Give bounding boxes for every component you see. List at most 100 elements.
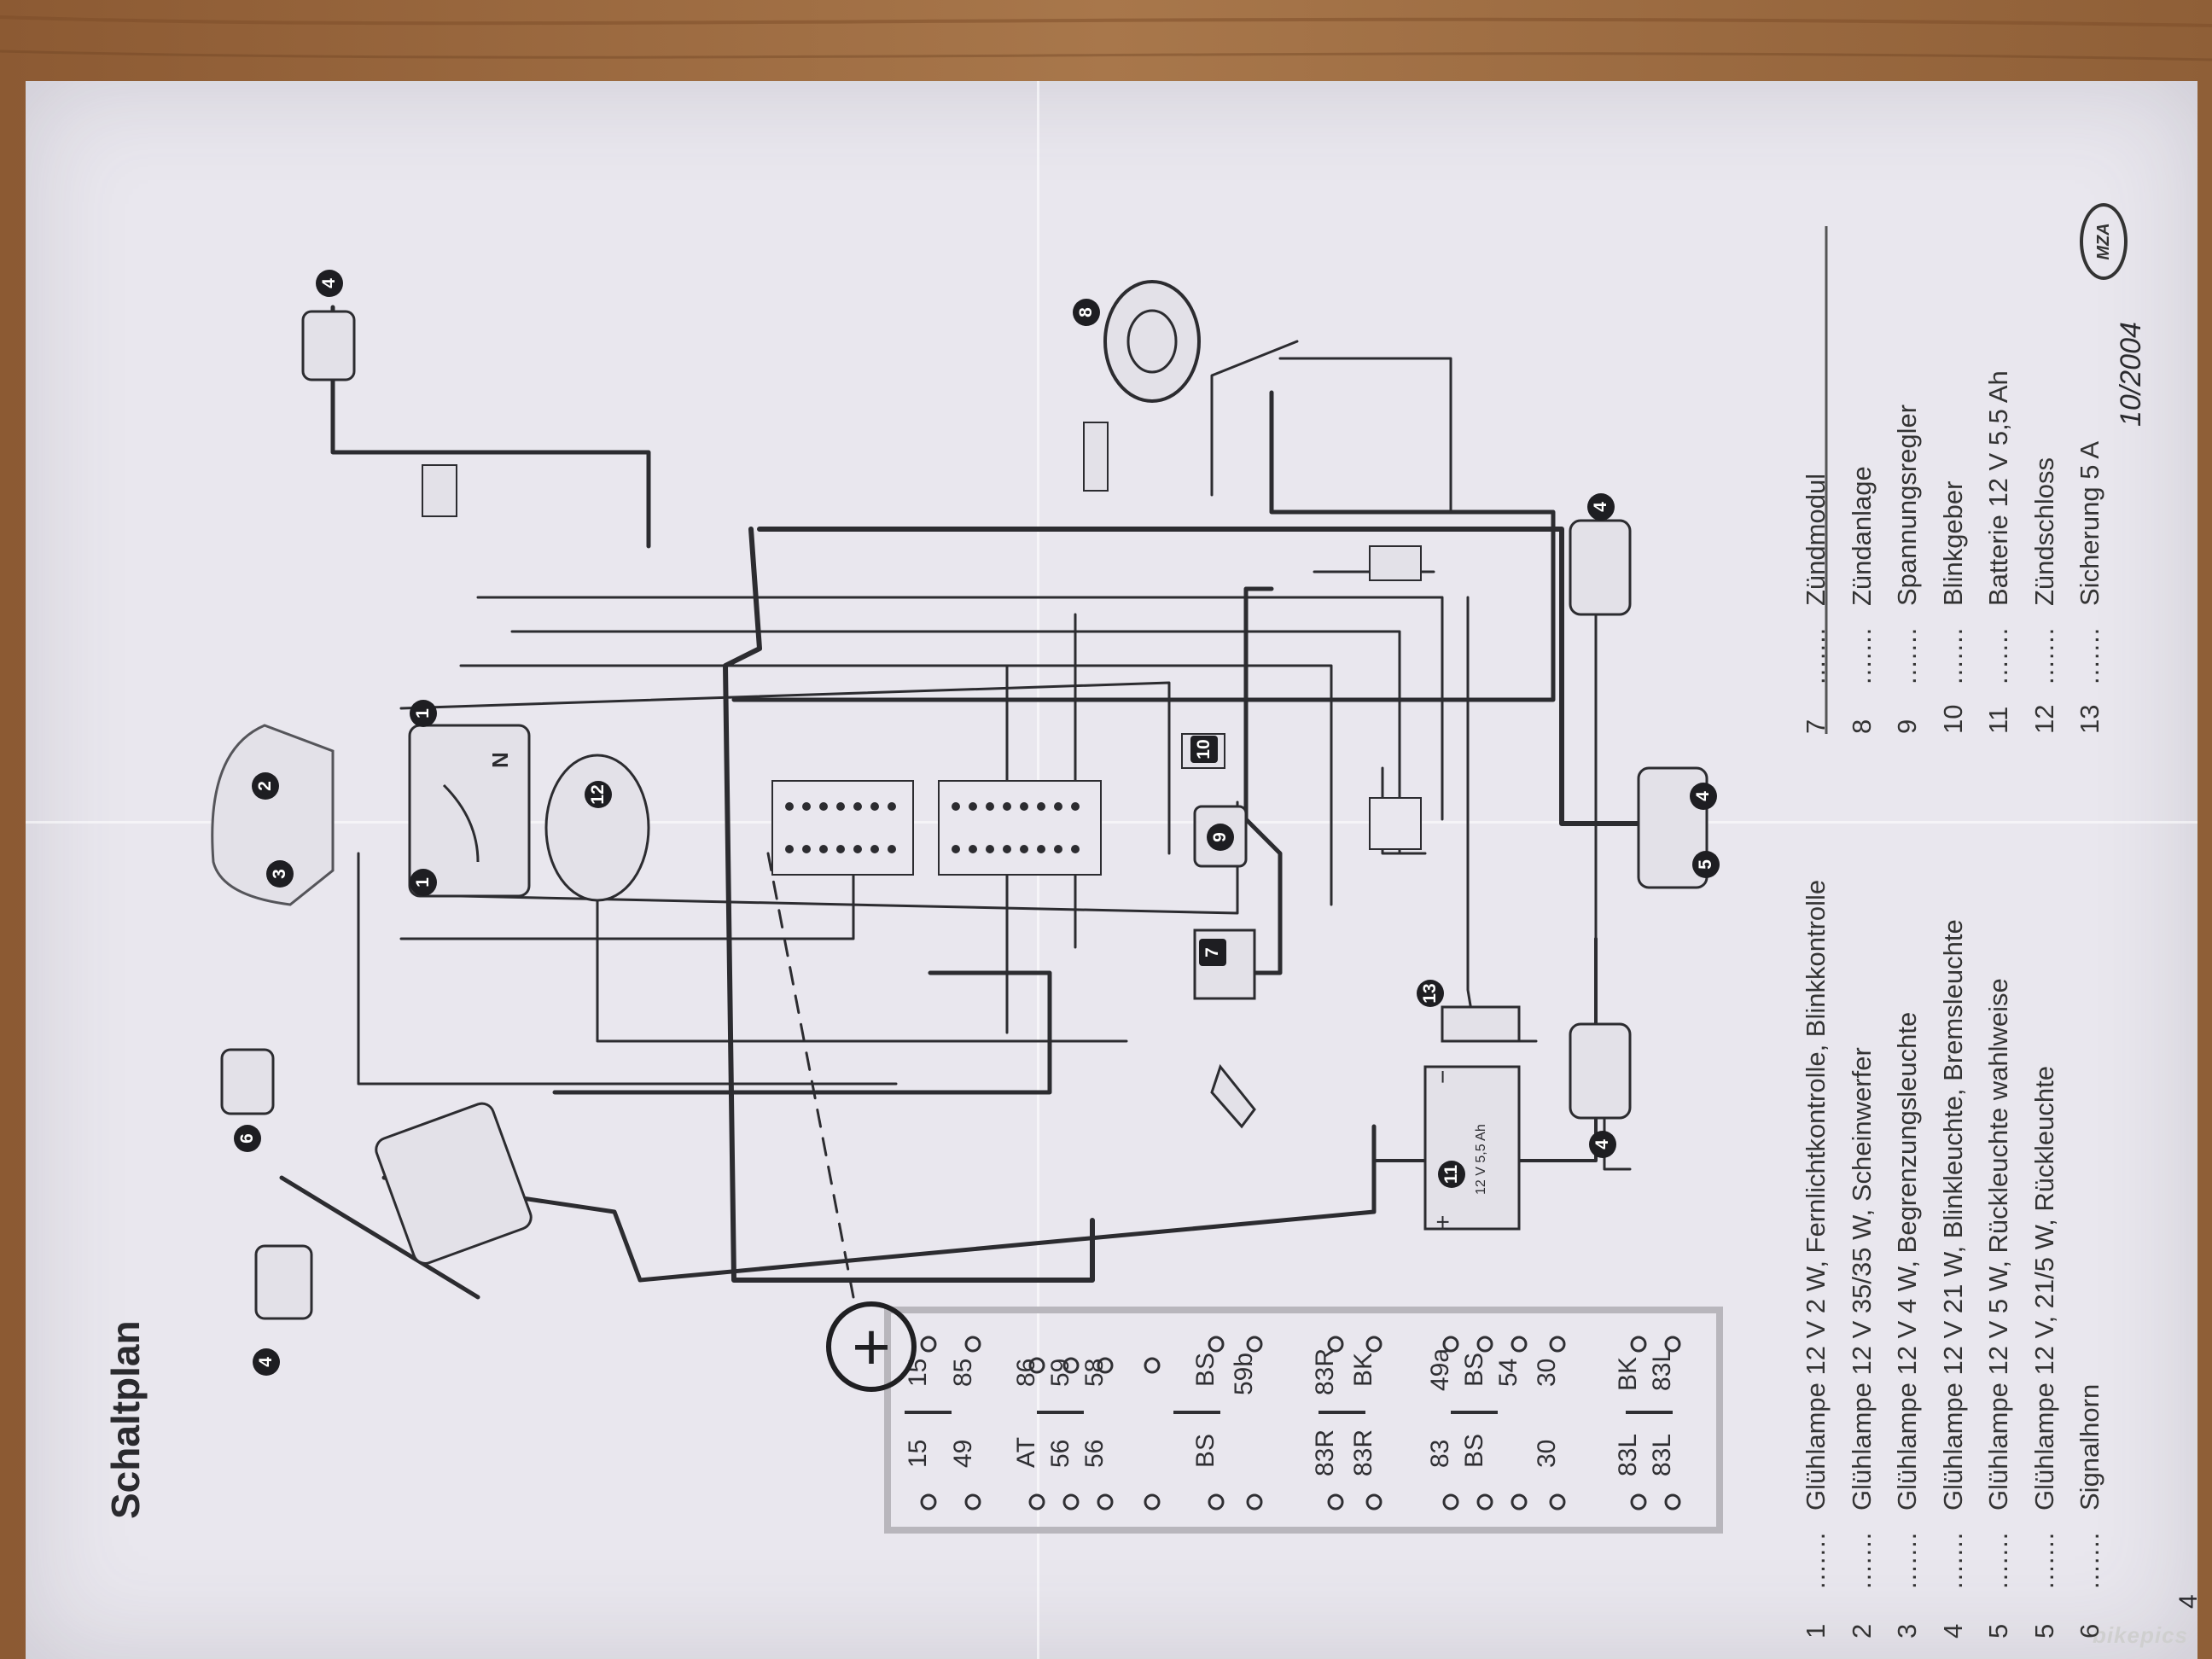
callout-4: 4 <box>1587 493 1615 521</box>
callout-1: 1 <box>410 869 437 896</box>
harness-wire <box>1218 586 1283 975</box>
battery-plus-label: + <box>1429 1215 1456 1229</box>
legend-item: 8.......Zündanlage <box>1846 466 1877 734</box>
legend-item: 9.......Spannungsregler <box>1892 404 1922 734</box>
callout-8: 8 <box>1073 299 1100 326</box>
switch-label: 49 <box>949 1440 977 1468</box>
headlight-housing <box>211 724 335 906</box>
legend-item: 12.......Zündschloss <box>2029 457 2059 734</box>
page-number: 4 <box>2174 1594 2203 1609</box>
legend-list-left: 1.......Glühlampe 12 V 2 W, Fernlichtkon… <box>1801 880 2121 1639</box>
switch-label: 30 <box>1533 1359 1561 1387</box>
spark-plug-cap <box>1210 1063 1256 1129</box>
wire <box>1210 340 1299 497</box>
callout-13: 13 <box>1417 980 1444 1007</box>
legend-item: 11.......Batterie 12 V 5,5 Ah <box>1983 370 2013 734</box>
switch-label: AT <box>1012 1437 1040 1468</box>
switch-label: 49a <box>1426 1348 1454 1391</box>
connector-block <box>938 780 1102 876</box>
callout-3: 3 <box>266 860 294 888</box>
switch-label: 83 <box>1426 1440 1454 1468</box>
indicator-front-left <box>254 1244 313 1320</box>
instrument-cluster <box>408 724 531 898</box>
harness-wire <box>731 390 1556 702</box>
legend-item: 3.......Glühlampe 12 V 4 W, Begrenzungsl… <box>1892 1011 1922 1639</box>
switch-label: 59 <box>1046 1359 1074 1387</box>
indicator-rear-right <box>1569 519 1632 616</box>
switch-label: BK <box>1614 1357 1642 1391</box>
connector-block <box>771 780 914 876</box>
callout-5: 5 <box>1692 851 1720 878</box>
legend-item: 2.......Glühlampe 12 V 35/35 W, Scheinwe… <box>1846 1047 1877 1639</box>
switch-label: 86 <box>1012 1359 1040 1387</box>
wire <box>476 596 1444 821</box>
switch-label: 56 <box>1080 1440 1109 1468</box>
switch-label: BS <box>1191 1353 1220 1387</box>
switch-label: 83R <box>1311 1429 1339 1476</box>
wire <box>399 681 1171 855</box>
wire <box>459 664 1333 906</box>
switch-label: 83L <box>1614 1434 1642 1476</box>
legend-item: 5.......Glühlampe 12 V 5 W, Rückleuchte … <box>1983 978 2013 1639</box>
ignition-generator <box>1103 280 1201 403</box>
callout-4: 4 <box>1589 1131 1616 1158</box>
wire <box>1381 766 1427 855</box>
switch-label: 59b <box>1230 1353 1258 1395</box>
battery-capacity-label: 12 V 5,5 Ah <box>1474 1124 1488 1195</box>
neutral-indicator-label: N <box>487 752 513 768</box>
harness-wire <box>279 1175 480 1300</box>
legend-item: 7.......Zündmodul <box>1801 473 1831 734</box>
main-harness-wire <box>723 527 1095 1283</box>
switch-label: 83L <box>1648 1434 1676 1476</box>
generator-connector <box>1083 422 1109 492</box>
callout-12: 12 <box>585 781 612 808</box>
callout-6: 6 <box>234 1125 261 1152</box>
switch-label: BS <box>1460 1353 1488 1387</box>
callout-7: 7 <box>1199 939 1226 966</box>
switch-position-table <box>884 1307 1723 1534</box>
switch-label: BK <box>1349 1353 1377 1387</box>
watermark: bikepics <box>2092 1622 2188 1648</box>
callout-10: 10 <box>1190 736 1218 763</box>
paper-fold-horizontal <box>26 821 2197 824</box>
switch-label: 83R <box>1311 1348 1339 1395</box>
legend-item: 13.......Sicherung 5 A <box>2075 440 2104 734</box>
mza-logo: MZA <box>2080 203 2128 280</box>
callout-4: 4 <box>253 1348 280 1376</box>
indicator-front-right <box>301 310 356 381</box>
switch-label: 83R <box>1349 1429 1377 1476</box>
brake-switch <box>1369 545 1422 581</box>
indicator-rear-left <box>1569 1022 1632 1120</box>
callout-2: 2 <box>252 772 279 800</box>
page-title: Schaltplan <box>103 1320 148 1519</box>
switch-label: 30 <box>1533 1440 1561 1468</box>
junction-block-small <box>1369 797 1422 850</box>
brake-switch <box>422 464 457 517</box>
ignition-switch <box>544 754 650 902</box>
brand-name: MZA <box>2093 223 2113 260</box>
legend-item: 1.......Glühlampe 12 V 2 W, Fernlichtkon… <box>1801 879 1831 1639</box>
legend-list-right: 7.......Zündmodul 8.......Zündanlage 9..… <box>1801 370 2121 734</box>
harness-wire <box>552 970 1052 1095</box>
switch-label: 58 <box>1080 1359 1109 1387</box>
switch-label: 15 <box>904 1440 932 1468</box>
switch-label: 85 <box>949 1359 977 1387</box>
callout-4: 4 <box>316 270 343 297</box>
plus-symbol: + <box>852 1309 891 1384</box>
fuse-holder <box>1441 1005 1521 1043</box>
callout-11: 11 <box>1438 1161 1465 1188</box>
battery-positive-terminal: + <box>826 1301 917 1392</box>
switch-label: 83L <box>1648 1348 1676 1391</box>
battery <box>1423 1065 1521 1231</box>
switch-label: BS <box>1460 1434 1488 1468</box>
horn <box>220 1048 275 1115</box>
legend-item: 4.......Glühlampe 12 V 21 W, Blinkleucht… <box>1937 919 1968 1639</box>
harness-wire <box>330 305 651 549</box>
callout-1: 1 <box>410 700 437 727</box>
harness-wire <box>757 527 1692 826</box>
switch-label: 54 <box>1494 1359 1522 1387</box>
switch-label: BS <box>1191 1434 1220 1468</box>
wire <box>510 630 1401 855</box>
wire <box>596 843 1128 1043</box>
